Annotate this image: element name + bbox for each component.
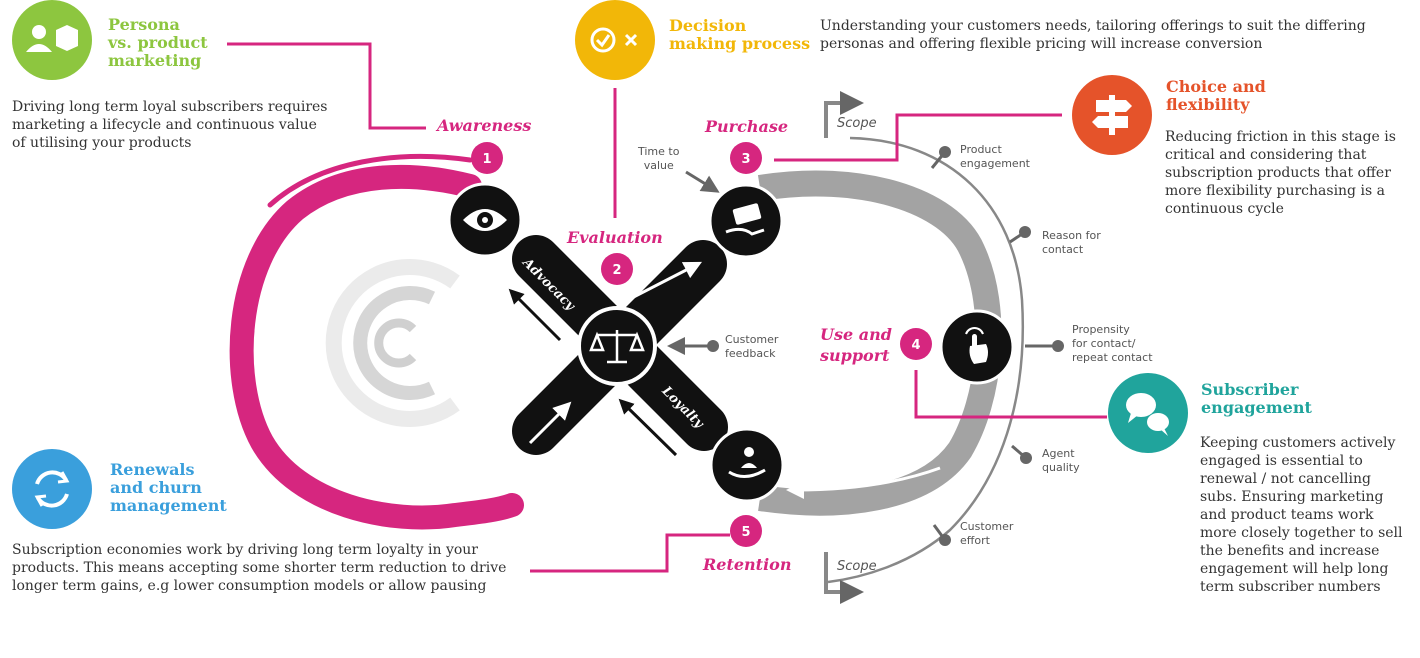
stage-badge-4: 4: [900, 328, 932, 360]
connector-lines: [227, 42, 1107, 573]
customer-effort-label: Customer effort: [960, 520, 1014, 547]
agent-quality-label: Agent quality: [1042, 447, 1080, 474]
stage-badge-2: 2: [601, 253, 633, 285]
svg-text:5: 5: [741, 525, 750, 540]
persona-circle: [12, 0, 92, 80]
decision-text: Understanding your customers needs, tail…: [820, 18, 1366, 52]
evaluation-stage-icon: [577, 306, 657, 386]
eye-icon: [463, 209, 507, 231]
stage-label-use-and-support: Use and support: [820, 325, 892, 365]
purchase-stage-icon: [708, 183, 784, 259]
renewals-text: Subscription economies work by driving l…: [12, 542, 507, 594]
reason-for-contact-label: Reason for contact: [1042, 229, 1101, 256]
renewals-title: Renewals and churn management: [110, 460, 227, 515]
scope-label-bottom: Scope: [837, 559, 877, 574]
product-engagement-label: Product engagement: [960, 143, 1030, 170]
persona-title: Persona vs. product marketing: [108, 15, 208, 70]
propensity-label: Propensity for contact/ repeat contact: [1072, 323, 1153, 364]
refresh-arrows-icon: [34, 470, 70, 508]
svg-text:2: 2: [612, 263, 621, 278]
user-and-box-icon: [26, 25, 78, 52]
choice-text: Reducing friction in this stage is criti…: [1165, 129, 1396, 217]
stage-badge-5: 5: [730, 515, 762, 547]
choice-circle: [1072, 75, 1152, 155]
check-and-cross-icon: [590, 27, 638, 53]
tapping-hand-icon: [965, 327, 988, 364]
choice-title: Choice and flexibility: [1166, 77, 1266, 114]
scales-icon: [589, 330, 645, 364]
person-in-hand-icon: [728, 447, 766, 478]
time-to-value-label: Time to value: [638, 145, 680, 172]
stage-label-purchase: Purchase: [705, 117, 789, 136]
metric-dots: [930, 146, 1064, 546]
card-in-hand-icon: [725, 203, 765, 236]
decision-title: Decision making process: [669, 16, 811, 53]
persona-text: Driving long term loyal subscribers requ…: [12, 99, 328, 151]
renewals-circle: [12, 449, 92, 529]
svg-text:1: 1: [482, 152, 491, 167]
subscriber-text: Keeping customers actively engaged is es…: [1200, 435, 1403, 595]
customer-feedback-label: Customer feedback: [725, 333, 779, 360]
signpost-icon: [1092, 95, 1132, 135]
decision-circle: [575, 0, 655, 80]
stage-badge-3: 3: [730, 142, 762, 174]
use-stage-icon: [939, 309, 1015, 385]
stage-label-awareness: Awareness: [437, 116, 532, 135]
stage-badge-1: 1: [471, 142, 503, 174]
speech-bubbles-icon: [1126, 393, 1169, 436]
input-arrows: [667, 170, 720, 355]
scope-label-top: Scope: [837, 116, 877, 131]
subscriber-title: Subscriber engagement: [1201, 380, 1312, 417]
svg-text:4: 4: [911, 338, 920, 353]
stage-label-retention: Retention: [703, 555, 792, 574]
subscriber-circle: [1108, 373, 1188, 453]
scope-arrows: [824, 91, 864, 604]
target-decoration: [325, 259, 460, 427]
left-loop-arc: [229, 154, 524, 530]
stage-label-evaluation: Evaluation: [567, 228, 663, 247]
awareness-stage-icon: [447, 182, 523, 258]
svg-text:3: 3: [741, 152, 750, 167]
retention-stage-icon: [709, 427, 785, 503]
